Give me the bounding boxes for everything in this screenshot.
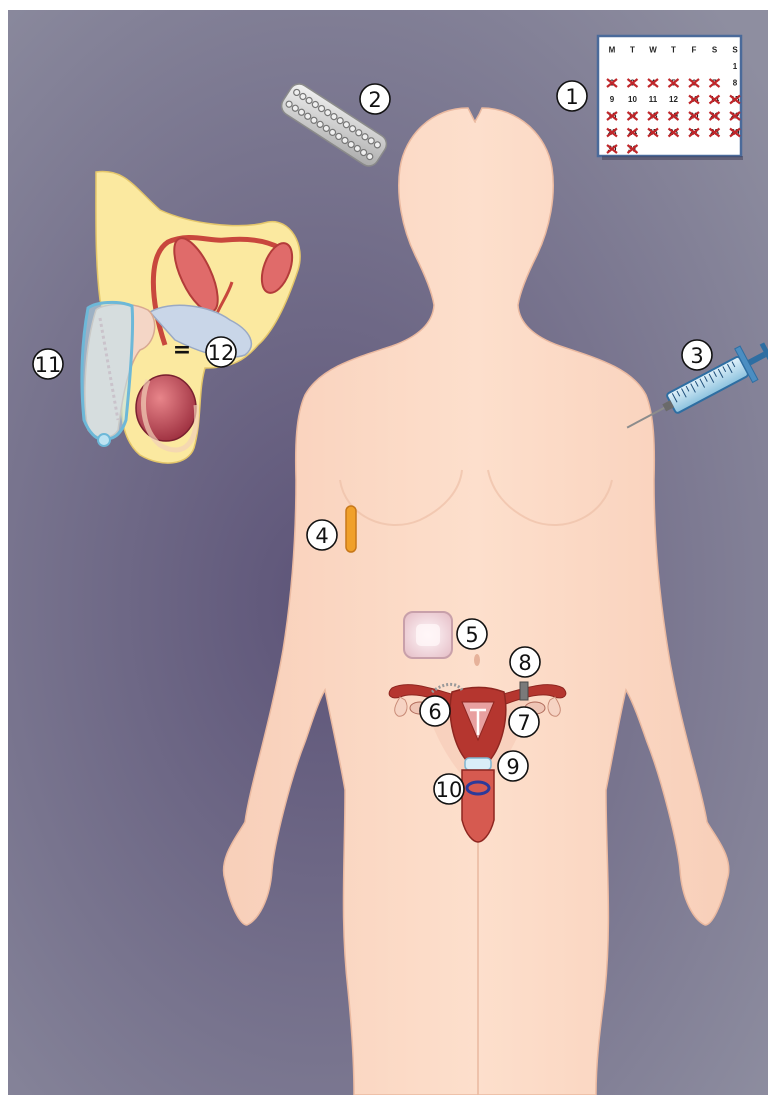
calendar-day-header: S — [712, 46, 718, 55]
calendar-date: 9 — [610, 95, 615, 104]
label-3: 3 — [682, 340, 712, 370]
label-7: 7 — [509, 707, 539, 737]
tubal-clip-icon — [520, 682, 528, 700]
calendar-date: 8 — [733, 79, 738, 88]
label-number: 2 — [368, 88, 381, 112]
calendar-date: 10 — [628, 95, 637, 104]
condom-tip — [98, 434, 110, 446]
label-6: 6 — [420, 696, 450, 726]
label-11: 11 — [33, 349, 63, 379]
patch-center — [416, 624, 440, 646]
label-12: 12 — [206, 337, 236, 367]
diaphragm-cap — [465, 758, 491, 770]
label-number: 9 — [506, 755, 519, 779]
equals-sign: = — [173, 338, 191, 363]
implant-rod-icon — [346, 506, 356, 552]
label-number: 3 — [690, 344, 703, 368]
calendar-day-header: T — [671, 46, 676, 55]
condom-icon — [82, 302, 133, 438]
label-number: 1 — [565, 85, 578, 109]
label-number: 10 — [436, 778, 463, 802]
calendar-date: 11 — [649, 95, 658, 104]
calendar-day-header: S — [732, 46, 738, 55]
label-number: 6 — [428, 700, 441, 724]
label-number: 8 — [518, 651, 531, 675]
calendar-shadow — [602, 156, 743, 160]
label-5: 5 — [457, 619, 487, 649]
label-number: 4 — [315, 524, 328, 548]
label-number: 12 — [208, 341, 235, 365]
calendar-date: 1 — [733, 62, 738, 71]
calendar-date: 12 — [669, 95, 678, 104]
label-2: 2 — [360, 84, 390, 114]
label-1: 1 — [557, 81, 587, 111]
label-9: 9 — [498, 751, 528, 781]
calendar-day-header: T — [630, 46, 635, 55]
label-4: 4 — [307, 520, 337, 550]
label-10: 10 — [434, 774, 464, 804]
label-number: 5 — [465, 623, 478, 647]
label-number: 7 — [517, 711, 530, 735]
label-8: 8 — [510, 647, 540, 677]
label-number: 11 — [35, 353, 62, 377]
calendar-day-header: W — [649, 46, 657, 55]
calendar-day-header: F — [692, 46, 697, 55]
calendar-day-header: M — [609, 46, 616, 55]
top-margin — [0, 0, 768, 10]
navel — [474, 654, 480, 666]
left-margin — [0, 0, 8, 1095]
